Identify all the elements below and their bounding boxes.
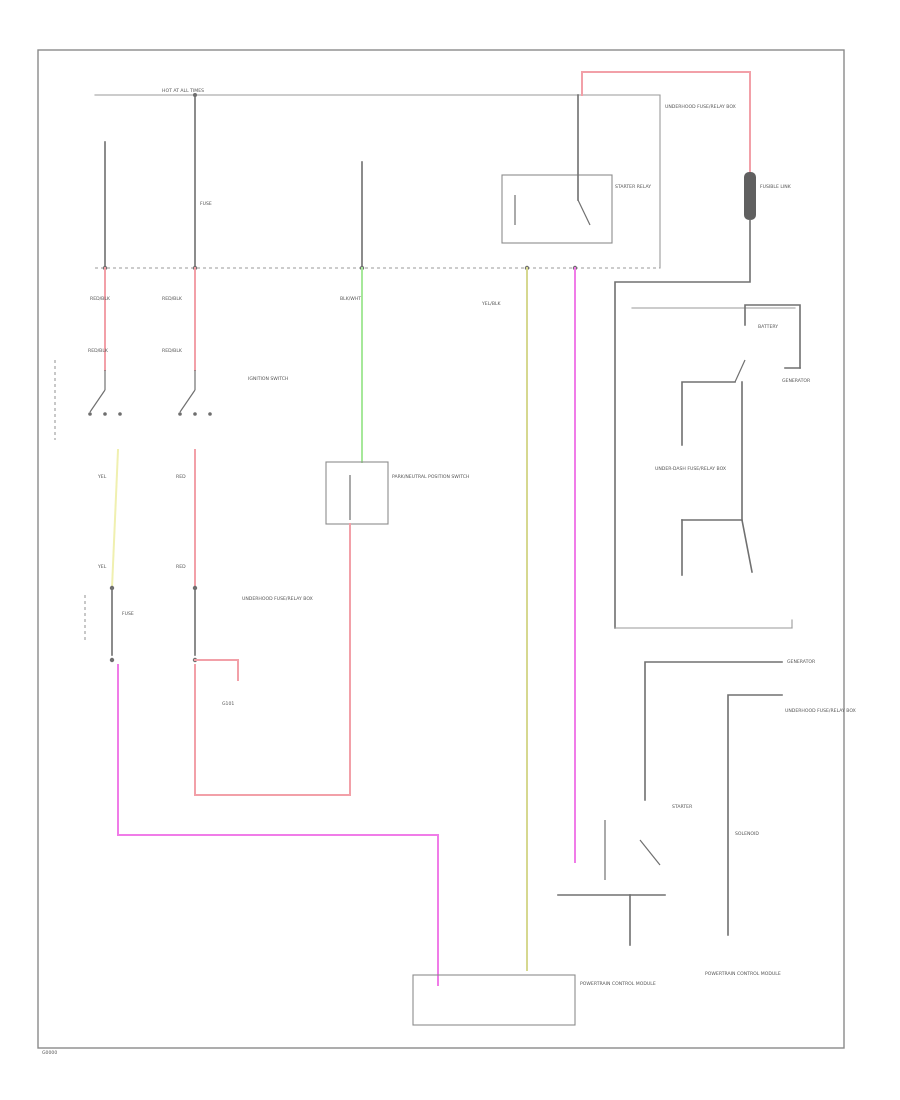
battery-switch xyxy=(734,359,746,383)
underhood-fuse-label-left: UNDERHOOD FUSE/RELAY BOX xyxy=(242,596,313,602)
wire-color-label: YEL xyxy=(97,564,107,570)
wire-red-branch xyxy=(194,659,239,681)
starter-relay-box xyxy=(501,174,613,244)
wire-yellow-col1 xyxy=(110,448,120,590)
battery-label: BATTERY xyxy=(758,324,778,330)
wire-fusible-to-battery xyxy=(614,219,751,629)
fuse-label: FUSE xyxy=(200,201,212,207)
pcm-box xyxy=(412,974,576,1026)
fusible-link xyxy=(744,172,756,220)
wire-underdash-loop xyxy=(681,519,753,573)
starter-contact xyxy=(639,839,661,866)
wire-pink-horizontal xyxy=(117,834,439,986)
diagram-frame xyxy=(37,49,845,1049)
ignition-switch-symbol xyxy=(88,370,212,416)
ground-label: G101 xyxy=(222,701,234,707)
generator-arrow-label: GENERATOR xyxy=(787,659,816,665)
wire-color-label: RED/BLK xyxy=(90,296,111,302)
solenoid-label: SOLENOID xyxy=(735,831,759,837)
pcm-label: POWERTRAIN CONTROL MODULE xyxy=(580,981,656,987)
starter-relay-label: STARTER RELAY xyxy=(615,184,651,190)
hot-bus-label: HOT AT ALL TIMES xyxy=(162,88,204,94)
connector-node xyxy=(193,93,197,97)
wire-color-label: RED/BLK xyxy=(88,348,109,354)
wire-color-label: RED/BLK xyxy=(162,296,183,302)
wire-solenoid-feed xyxy=(727,694,783,936)
figure-id: G0000 xyxy=(42,1050,57,1056)
wire-red-top xyxy=(581,71,751,173)
pcm-right-label: POWERTRAIN CONTROL MODULE xyxy=(705,971,781,977)
wire-color-label: RED xyxy=(176,564,186,570)
wire-starter-feed xyxy=(644,661,783,801)
underhood-fuse-label-right: UNDERHOOD FUSE/RELAY BOX xyxy=(785,708,856,714)
wire-color-label: RED xyxy=(176,474,186,480)
wire-underdash-left xyxy=(681,381,736,446)
relay-contact xyxy=(577,199,591,226)
wire-color-label: YEL xyxy=(97,474,107,480)
generator-label: GENERATOR xyxy=(782,378,811,384)
ignition-switch-label: IGNITION SWITCH xyxy=(248,376,288,382)
underdash-fuse-label: UNDER-DASH FUSE/RELAY BOX xyxy=(655,466,726,472)
fuse-label: FUSE xyxy=(122,611,134,617)
park-neutral-switch-label: PARK/NEUTRAL POSITION SWITCH xyxy=(392,474,469,480)
connector-node xyxy=(109,657,115,663)
starter-label: STARTER xyxy=(672,804,693,810)
fusible-link-label: FUSIBLE LINK xyxy=(760,184,792,190)
wire-color-label: YEL/BLK xyxy=(481,301,502,307)
underhood-fuse-label: UNDERHOOD FUSE/RELAY BOX xyxy=(665,104,736,110)
park-neutral-switch-box xyxy=(325,461,389,525)
wire-color-label: RED/BLK xyxy=(162,348,183,354)
battery-positive xyxy=(744,304,801,369)
wire-color-label: BLK/WHT xyxy=(340,296,361,302)
